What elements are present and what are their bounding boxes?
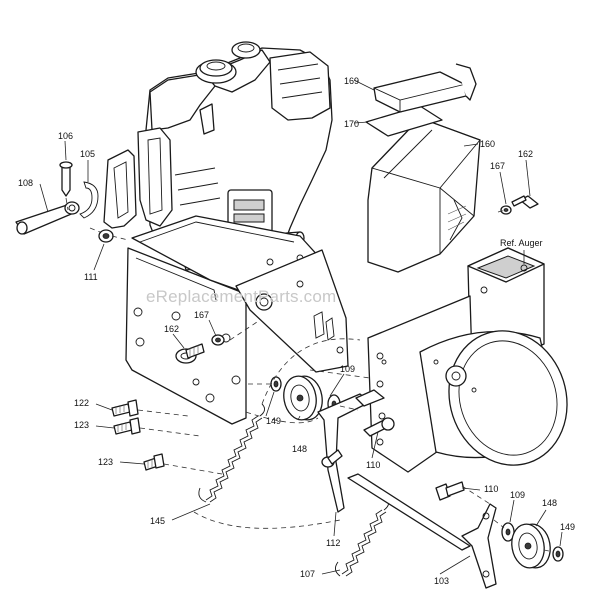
callout-162-left: 162 xyxy=(164,324,179,334)
callout-167-left: 167 xyxy=(194,310,209,320)
callout-170: 170 xyxy=(344,119,359,129)
spring-107 xyxy=(335,497,389,577)
callout-109-upper: 109 xyxy=(340,364,355,374)
callout-149-upper: 149 xyxy=(266,416,281,426)
bolt-122 xyxy=(111,399,139,417)
watermark: eReplacementParts.com xyxy=(146,287,336,306)
chute-cover-160 xyxy=(367,117,481,273)
hairpin-clip-105 xyxy=(79,181,99,219)
spacer-149-lower xyxy=(552,546,564,562)
callout-123-upper: 123 xyxy=(74,420,89,430)
spacer-149-upper xyxy=(270,376,282,392)
callout-109-lower: 109 xyxy=(510,490,525,500)
engine-mount-frame xyxy=(125,215,349,425)
callout-122: 122 xyxy=(74,398,89,408)
bolt-162-left xyxy=(185,343,205,359)
callout-167-right: 167 xyxy=(490,161,505,171)
callout-169: 169 xyxy=(344,76,359,86)
bolt-110-lower xyxy=(435,481,465,501)
bolt-123-lower xyxy=(143,453,165,471)
spring-145 xyxy=(198,403,265,503)
idler-bracket-112 xyxy=(317,389,395,513)
callout-108: 108 xyxy=(18,178,33,188)
callout-162-right: 162 xyxy=(518,149,533,159)
callout-111: 111 xyxy=(84,272,98,282)
callout-160: 160 xyxy=(480,139,495,149)
washer-111 xyxy=(98,229,114,243)
callout-106: 106 xyxy=(58,131,73,141)
assembly-lines xyxy=(65,197,555,553)
bolt-123-upper xyxy=(113,417,141,435)
cover-169 xyxy=(373,63,477,113)
bracket-103 xyxy=(347,473,497,589)
callout-149-lower: 149 xyxy=(560,522,575,532)
washer-167-right xyxy=(500,205,512,215)
callout-110-lower: 110 xyxy=(484,484,498,494)
pulley-148-upper xyxy=(283,375,323,421)
callout-148-lower: 148 xyxy=(542,498,557,508)
callout-123-lower: 123 xyxy=(98,457,113,467)
callout-110-upper: 110 xyxy=(366,460,380,470)
washer-167-left xyxy=(211,334,225,346)
pulley-148-lower xyxy=(511,523,551,569)
callout-112: 112 xyxy=(326,538,340,548)
callout-145: 145 xyxy=(150,516,165,526)
callout-ref-auger: Ref. Auger xyxy=(500,238,543,248)
auger-housing xyxy=(367,247,568,473)
pin-106 xyxy=(59,161,73,197)
leader-lines xyxy=(39,79,563,575)
callout-148-upper: 148 xyxy=(292,444,307,454)
callout-labels: 106 105 108 111 169 170 160 167 162 Ref.… xyxy=(18,76,575,586)
washer-109-lower xyxy=(501,522,515,542)
callout-103: 103 xyxy=(434,576,449,586)
lever-108 xyxy=(15,201,80,235)
bolt-162-right xyxy=(511,195,539,209)
callout-105: 105 xyxy=(80,149,95,159)
callout-107: 107 xyxy=(300,569,315,579)
